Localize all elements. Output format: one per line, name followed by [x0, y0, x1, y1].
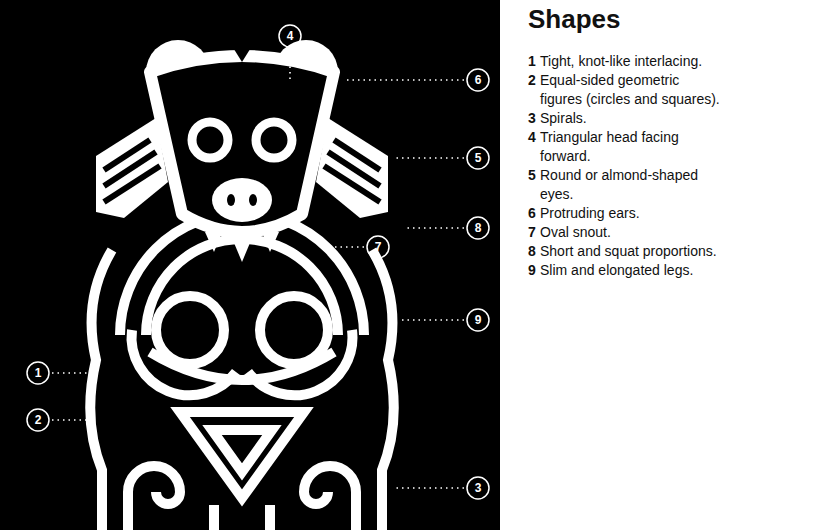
- illustration-part: [128, 466, 180, 530]
- list-number: 8: [528, 242, 540, 261]
- illustration-part: [330, 246, 364, 248]
- list-number: 2: [528, 71, 540, 109]
- illustration-part: [260, 296, 328, 364]
- list-item: 8Short and squat proportions.: [528, 242, 721, 261]
- list-number: 9: [528, 261, 540, 280]
- illustration-part: [467, 309, 489, 331]
- illustration-part: [212, 430, 272, 472]
- illustration-part: [104, 152, 156, 186]
- illustration-part: [150, 352, 334, 380]
- illustration-part: [248, 330, 352, 395]
- illustration-part: [328, 152, 380, 186]
- list-item: 1Tight, knot-like interlacing.: [528, 52, 721, 71]
- illustration-part: [467, 217, 489, 239]
- illustration-part: [334, 140, 380, 170]
- illustration-part: [279, 25, 301, 47]
- list-item: 4Triangular head facing forward.: [528, 128, 721, 166]
- list-text: Tight, knot-like interlacing.: [540, 52, 721, 71]
- list-text: Equal-sided geometric figures (circles a…: [540, 71, 721, 109]
- illustration-part: [205, 232, 222, 252]
- list-item: 6Protruding ears.: [528, 204, 721, 223]
- illustration-part: [150, 56, 334, 232]
- callout-number: 5: [467, 147, 489, 169]
- illustration-part: [324, 166, 380, 202]
- list-text: Spirals.: [540, 109, 721, 128]
- list-item: 9Slim and elongated legs.: [528, 261, 721, 280]
- illustration-part: [27, 409, 49, 431]
- illustration-part: [27, 362, 49, 384]
- illustration-part: [52, 372, 88, 374]
- illustration-part: [209, 505, 219, 530]
- list-text: Oval snout.: [540, 223, 721, 242]
- illustration-part: [372, 250, 394, 530]
- list-text: Round or almond-shaped eyes.: [540, 166, 721, 204]
- illustration-part: [400, 319, 464, 321]
- illustration-part: [212, 178, 272, 222]
- illustration-part: [104, 140, 150, 170]
- illustration-part: [304, 466, 356, 530]
- list-item: 3Spirals.: [528, 109, 721, 128]
- illustration-part: [289, 50, 291, 80]
- list-number: 6: [528, 204, 540, 223]
- illustration-part: [467, 147, 489, 169]
- illustration-part: [262, 232, 279, 252]
- list-text: Triangular head facing forward.: [540, 128, 721, 166]
- illustration-part: [52, 419, 88, 421]
- list-number: 5: [528, 166, 540, 204]
- list-number: 4: [528, 128, 540, 166]
- illustration-part: [249, 194, 257, 206]
- illustration-part: [96, 118, 168, 218]
- illustration-part: [90, 213, 394, 530]
- illustration-part: [316, 118, 388, 218]
- illustration-part: [367, 236, 389, 258]
- illustration-part: [146, 239, 338, 335]
- callout-number: 9: [467, 309, 489, 331]
- illustration-part: [27, 25, 489, 499]
- illustration-part: [405, 227, 464, 229]
- list-item: 7Oval snout.: [528, 223, 721, 242]
- illustration-part: [205, 232, 279, 262]
- callout-number: 7: [367, 236, 389, 258]
- callout-number: 1: [27, 362, 49, 384]
- illustration-part: [0, 0, 500, 530]
- callout-number: 3: [467, 477, 489, 499]
- illustration-part: [345, 79, 464, 81]
- callout-number: 8: [467, 217, 489, 239]
- illustration-part: [156, 296, 224, 364]
- list-text: Slim and elongated legs.: [540, 261, 721, 280]
- callout-number: 4: [279, 25, 301, 47]
- list-item: 5Round or almond-shaped eyes.: [528, 166, 721, 204]
- list-text: Protruding ears.: [540, 204, 721, 223]
- illustration-part: [265, 505, 275, 530]
- illustration-part: [232, 238, 252, 262]
- callout-number: 2: [27, 409, 49, 431]
- callout-number: 6: [467, 69, 489, 91]
- list-item: 2Equal-sided geometric figures (circles …: [528, 71, 721, 109]
- panel-title: Shapes: [528, 4, 621, 35]
- illustration-part: [52, 50, 464, 488]
- list-text: Short and squat proportions.: [540, 242, 721, 261]
- illustration-part: [180, 412, 304, 498]
- illustration-part: [90, 250, 112, 530]
- illustration-part: [395, 487, 464, 489]
- illustration-part: [104, 166, 160, 202]
- illustration-part: [467, 477, 489, 499]
- list-number: 1: [528, 52, 540, 71]
- illustration-part: [227, 194, 235, 206]
- illustration-part: [232, 46, 252, 62]
- illustration-part: [256, 122, 292, 158]
- illustration-part: [395, 157, 464, 159]
- illustration-part: [467, 69, 489, 91]
- list-number: 7: [528, 223, 540, 242]
- list-number: 3: [528, 109, 540, 128]
- illustration-part: [192, 122, 228, 158]
- illustration-part: [132, 330, 236, 395]
